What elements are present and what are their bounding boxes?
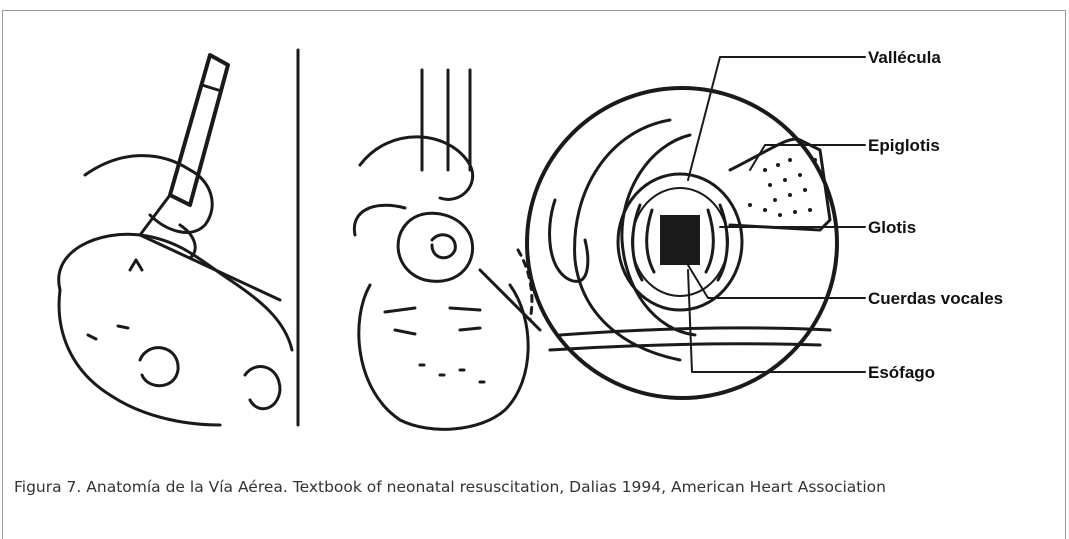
airway-anatomy-illustration: Vallécula Epiglotis Glotis Cuerdas vocal… — [30, 30, 1050, 445]
label-leader-lines — [688, 57, 865, 372]
figure-caption: Figura 7. Anatomía de la Vía Aérea. Text… — [14, 476, 1054, 498]
label-cuerdas-vocales: Cuerdas vocales — [868, 289, 1003, 308]
label-vallecula: Vallécula — [868, 48, 941, 67]
infant-side-view-drawing — [59, 50, 298, 425]
label-glotis: Glotis — [868, 218, 916, 237]
larynx-magnified-view — [527, 88, 837, 398]
infant-front-view-drawing — [354, 70, 540, 429]
label-epiglotis: Epiglotis — [868, 136, 940, 155]
label-esofago: Esófago — [868, 363, 935, 382]
epiglottis-stipple — [748, 158, 817, 217]
